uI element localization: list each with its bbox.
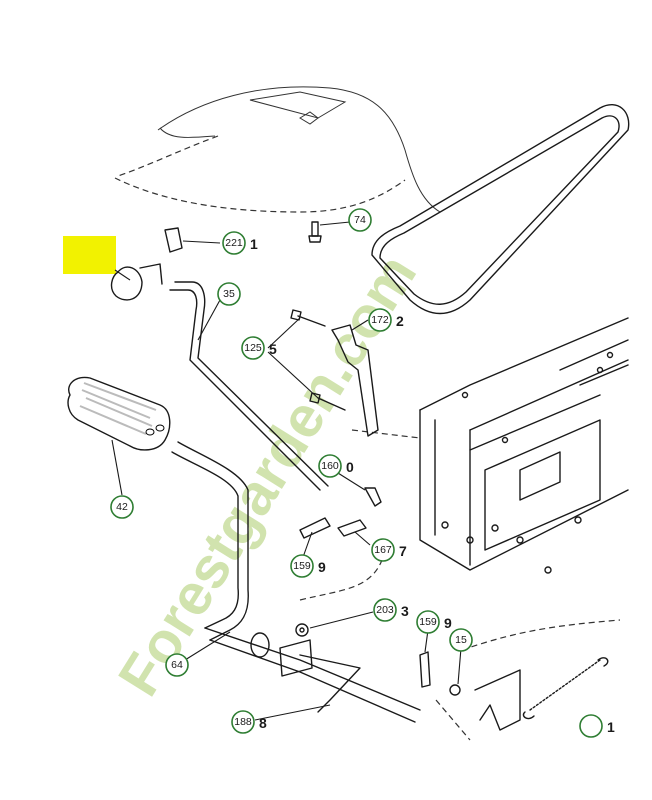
callout-circle bbox=[217, 282, 241, 306]
callout-number: 159 bbox=[293, 560, 311, 572]
callout-quantity: 9 bbox=[444, 615, 452, 631]
callout-number: 188 bbox=[234, 716, 252, 728]
callout-circle bbox=[579, 714, 603, 738]
callout-number: 64 bbox=[171, 659, 183, 671]
callout-circle bbox=[110, 495, 134, 519]
callout-circle bbox=[449, 628, 473, 652]
callout-number: 35 bbox=[223, 288, 235, 300]
callout-number: 160 bbox=[321, 460, 339, 472]
callout-circle bbox=[373, 598, 397, 622]
callout-number: 15 bbox=[455, 634, 467, 646]
callout-circle bbox=[371, 538, 395, 562]
callout-quantity: 8 bbox=[259, 715, 267, 731]
hardware bbox=[164, 221, 621, 741]
callout-number: 172 bbox=[371, 314, 389, 326]
callout-quantity: 5 bbox=[269, 341, 277, 357]
callout-tag: 64 bbox=[165, 653, 189, 677]
callout-circle bbox=[290, 554, 314, 578]
leader-lines bbox=[111, 221, 462, 721]
callout-tag: 42 bbox=[110, 495, 134, 519]
callout-circle bbox=[348, 208, 372, 232]
callout-tag: 125 5 bbox=[241, 336, 277, 360]
callout-circle bbox=[231, 710, 255, 734]
callout-number: 74 bbox=[354, 214, 366, 226]
callout-number: 42 bbox=[116, 501, 128, 513]
callout-tag: 1 bbox=[579, 714, 615, 738]
callout-circle bbox=[318, 454, 342, 478]
callout-number: 221 bbox=[225, 237, 243, 249]
callout-tag: 15 bbox=[449, 628, 473, 652]
callout-number: 203 bbox=[376, 604, 394, 616]
callout-circle bbox=[222, 231, 246, 255]
callout-quantity: 9 bbox=[318, 559, 326, 575]
callout-tag: 74 bbox=[348, 208, 372, 232]
callout-quantity: 2 bbox=[396, 313, 404, 329]
callout-tag: 221 1 bbox=[222, 231, 258, 255]
callout-circle bbox=[368, 308, 392, 332]
pedal-rod bbox=[110, 263, 329, 491]
callout-number: 125 bbox=[244, 342, 262, 354]
drive-belt bbox=[371, 103, 630, 315]
pedal-pad bbox=[67, 376, 171, 451]
frame bbox=[351, 317, 629, 574]
callout-quantity: 3 bbox=[401, 603, 409, 619]
callout-circle bbox=[241, 336, 265, 360]
callout-tag: 35 bbox=[217, 282, 241, 306]
callout-quantity: 7 bbox=[399, 543, 407, 559]
callout-quantity: 0 bbox=[346, 459, 354, 475]
callout-circle bbox=[416, 610, 440, 634]
callout-quantity: 1 bbox=[250, 236, 258, 252]
highlight-marker bbox=[63, 236, 116, 274]
callout-number: 167 bbox=[374, 544, 392, 556]
callout-number: 159 bbox=[419, 616, 437, 628]
callout-quantity: 1 bbox=[607, 719, 615, 735]
fender-outline bbox=[114, 86, 441, 213]
callout-circle bbox=[165, 653, 189, 677]
pedal-arm bbox=[171, 441, 421, 723]
